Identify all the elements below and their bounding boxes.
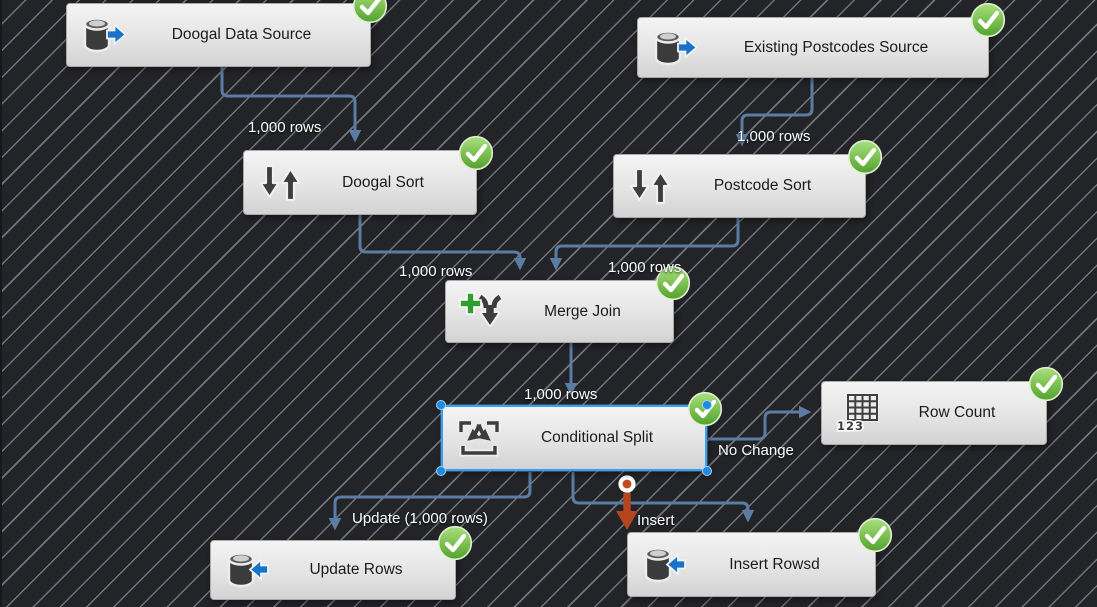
edge-label: 1,000 rows — [248, 119, 322, 136]
edge-label: 1,000 rows — [608, 259, 682, 276]
node-row-count[interactable]: 123 Row Count — [821, 366, 1064, 445]
edge-label: No Change — [718, 442, 794, 459]
node-label: Doogal Data Source — [171, 26, 312, 43]
node-merge-join[interactable]: Merge Join — [445, 265, 691, 343]
merge-join-icon — [459, 291, 505, 332]
node-label: Existing Postcodes Source — [743, 38, 929, 56]
green-check-icon — [437, 525, 473, 561]
node-doogal-sort[interactable]: Doogal Sort — [243, 135, 494, 215]
selection-handle[interactable] — [436, 400, 446, 410]
node-label: Postcode Sort — [713, 177, 812, 194]
output-anchor-dot[interactable] — [618, 475, 636, 493]
conditional-split-icon — [456, 418, 502, 458]
connector-existing-postcodes-source-to-postcode-sort[interactable] — [735, 78, 814, 147]
edge-label: 1,000 rows — [399, 263, 473, 280]
green-check-icon — [970, 2, 1006, 38]
database-source-icon — [80, 15, 126, 55]
connector-postcode-sort-to-merge-join[interactable] — [549, 218, 740, 271]
edge-label: 1,000 rows — [737, 128, 811, 145]
green-check-icon — [847, 139, 883, 175]
sort-icon — [257, 163, 303, 203]
detached-output-arrow[interactable] — [616, 475, 638, 531]
green-check-icon — [458, 135, 494, 171]
node-existing-postcodes-source[interactable]: Existing Postcodes Source — [637, 2, 1006, 78]
node-postcode-sort[interactable]: Postcode Sort — [613, 139, 883, 218]
database-destination-icon — [641, 545, 687, 585]
edge-label: Insert — [637, 512, 675, 529]
database-destination-icon — [224, 550, 270, 590]
node-doogal-data-source[interactable]: Doogal Data Source — [66, 0, 388, 67]
node-insert-rowsd[interactable]: Insert Rowsd — [627, 517, 893, 597]
selection-handle[interactable] — [702, 400, 712, 410]
connector-conditional-split-to-row-count[interactable] — [708, 405, 812, 441]
connector-conditional-split-to-update-rows[interactable] — [328, 472, 532, 531]
node-update-rows[interactable]: Update Rows — [210, 525, 473, 600]
connector-doogal-sort-to-merge-join[interactable] — [358, 215, 527, 271]
green-check-icon — [1028, 366, 1064, 402]
node-label: Doogal Sort — [342, 173, 424, 191]
edge-label: Update (1,000 rows) — [352, 510, 488, 527]
node-label: Update Rows — [309, 561, 403, 578]
node-conditional-split[interactable]: Conditional Split — [436, 391, 723, 476]
node-label: Row Count — [918, 404, 996, 421]
sort-icon — [627, 166, 673, 206]
connector-conditional-split-to-insert-rowsd[interactable] — [571, 472, 755, 523]
green-check-icon — [352, 0, 388, 24]
row-count-icon: 123 — [835, 393, 881, 433]
connector-doogal-data-source-to-doogal-sort[interactable] — [220, 67, 362, 143]
green-check-icon — [857, 517, 893, 553]
node-label: Insert Rowsd — [729, 555, 820, 573]
node-label: Conditional Split — [540, 429, 653, 446]
selection-handle[interactable] — [436, 466, 446, 476]
edge-label: 1,000 rows — [524, 386, 598, 403]
selection-handle[interactable] — [702, 466, 712, 476]
database-source-icon — [651, 28, 697, 68]
green-check-icon — [655, 265, 691, 301]
node-label: Merge Join — [544, 302, 621, 320]
svg-text:123: 123 — [837, 419, 864, 433]
